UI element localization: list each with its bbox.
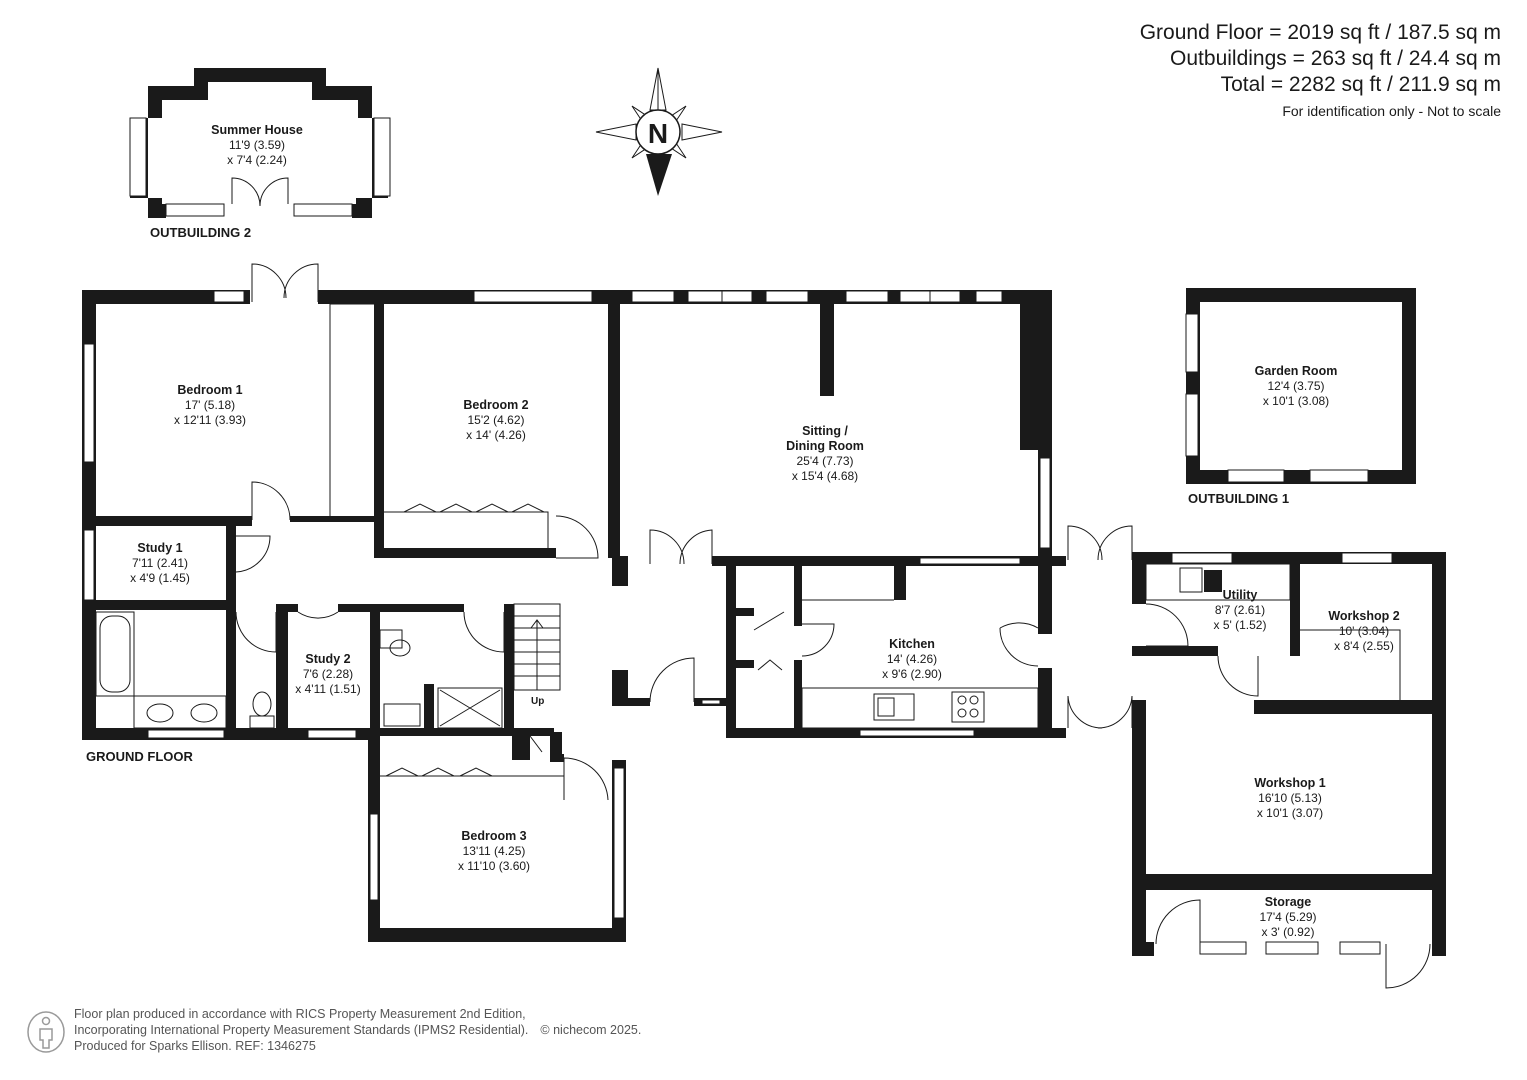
room-name: Garden Room [1255,364,1338,378]
stairs-up-label: Up [531,696,544,707]
room-kitchen: Kitchen 14' (4.26) x 9'6 (2.90) [882,637,942,681]
main-house-walls [82,263,1446,989]
room-name: Summer House [211,123,303,137]
room-summer-house: Summer House 11'9 (3.59) x 7'4 (2.24) [211,123,303,167]
room-dim: 11'9 (3.59) [229,138,285,152]
room-dim: x 9'6 (2.90) [882,667,942,681]
room-dim: x 4'11 (1.51) [295,682,360,696]
room-workshop-1: Workshop 1 16'10 (5.13) x 10'1 (3.07) [1254,776,1325,820]
room-dim: 17' (5.18) [185,398,235,412]
room-dim: 25'4 (7.73) [797,454,854,468]
room-dim: x 10'1 (3.08) [1263,394,1329,408]
room-dim: x 8'4 (2.55) [1334,639,1394,653]
room-name: Utility [1223,588,1258,602]
room-dim: x 15'4 (4.68) [792,469,858,483]
scale-note: For identification only - Not to scale [1282,103,1501,119]
footer-line-1: Floor plan produced in accordance with R… [74,1007,526,1021]
footer-copyright: © nichecom 2025. [540,1023,642,1037]
room-name: Study 2 [305,652,350,666]
area-summary: Ground Floor = 2019 sq ft / 187.5 sq m O… [1140,20,1501,122]
outbuildings-area: Outbuildings = 263 sq ft / 24.4 sq m [1170,47,1501,70]
room-study-2: Study 2 7'6 (2.28) x 4'11 (1.51) [295,652,360,696]
room-storage: Storage 17'4 (5.29) x 3' (0.92) [1260,895,1317,939]
room-dim: x 10'1 (3.07) [1257,806,1323,820]
footer-line-2: Incorporating International Property Mea… [74,1023,529,1037]
room-dim: 16'10 (5.13) [1258,791,1322,805]
room-dim: 17'4 (5.29) [1260,910,1317,924]
room-study-1: Study 1 7'11 (2.41) x 4'9 (1.45) [130,541,190,585]
room-dim: 15'2 (4.62) [468,413,525,427]
room-name: Bedroom 3 [461,829,526,843]
ground-floor-area: Ground Floor = 2019 sq ft / 187.5 sq m [1139,21,1501,44]
person-icon [27,1011,65,1053]
room-dim: x 7'4 (2.24) [227,153,287,167]
room-name: Bedroom 1 [177,383,242,397]
room-name: Workshop 1 [1254,776,1325,790]
footer-line-3: Produced for Sparks Ellison. REF: 134627… [74,1039,316,1053]
room-dim: x 5' (1.52) [1214,618,1267,632]
room-dim: 7'11 (2.41) [132,556,188,570]
room-dim: 10' (3.04) [1339,624,1389,638]
room-bedroom-3: Bedroom 3 13'11 (4.25) x 11'10 (3.60) [458,829,530,873]
room-workshop-2: Workshop 2 10' (3.04) x 8'4 (2.55) [1328,609,1399,653]
room-name: Storage [1265,895,1312,909]
room-dim: 12'4 (3.75) [1268,379,1325,393]
room-dim: x 12'11 (3.93) [174,413,246,427]
room-dim: 13'11 (4.25) [463,844,526,858]
room-name: Bedroom 2 [463,398,528,412]
room-dim: 7'6 (2.28) [303,667,353,681]
garden-room-walls [1185,288,1416,484]
room-dim: 14' (4.26) [887,652,937,666]
room-name: Sitting / [802,424,848,438]
compass-icon: N [595,67,723,196]
room-name: Study 1 [137,541,182,555]
room-bedroom-1: Bedroom 1 17' (5.18) x 12'11 (3.93) [174,383,246,427]
outbuilding-2-label: OUTBUILDING 2 [150,225,251,240]
ground-floor-label: GROUND FLOOR [86,749,193,764]
footer: Floor plan produced in accordance with R… [74,1006,641,1054]
room-sitting-dining: Sitting / Dining Room 25'4 (7.73) x 15'4… [786,424,864,483]
room-name: Kitchen [889,637,935,651]
room-name: Workshop 2 [1328,609,1399,623]
room-dim: x 4'9 (1.45) [130,571,190,585]
total-area: Total = 2282 sq ft / 211.9 sq m [1220,73,1501,96]
room-name: Dining Room [786,439,864,453]
room-dim: x 11'10 (3.60) [458,859,530,873]
room-utility: Utility 8'7 (2.61) x 5' (1.52) [1214,588,1267,632]
room-garden-room: Garden Room 12'4 (3.75) x 10'1 (3.08) [1255,364,1338,408]
room-dim: x 14' (4.26) [466,428,526,442]
room-dim: 8'7 (2.61) [1215,603,1265,617]
outbuilding-1-label: OUTBUILDING 1 [1188,491,1289,506]
summer-house-walls [129,68,391,218]
room-dim: x 3' (0.92) [1262,925,1315,939]
room-bedroom-2: Bedroom 2 15'2 (4.62) x 14' (4.26) [463,398,528,442]
compass-letter: N [648,118,668,149]
